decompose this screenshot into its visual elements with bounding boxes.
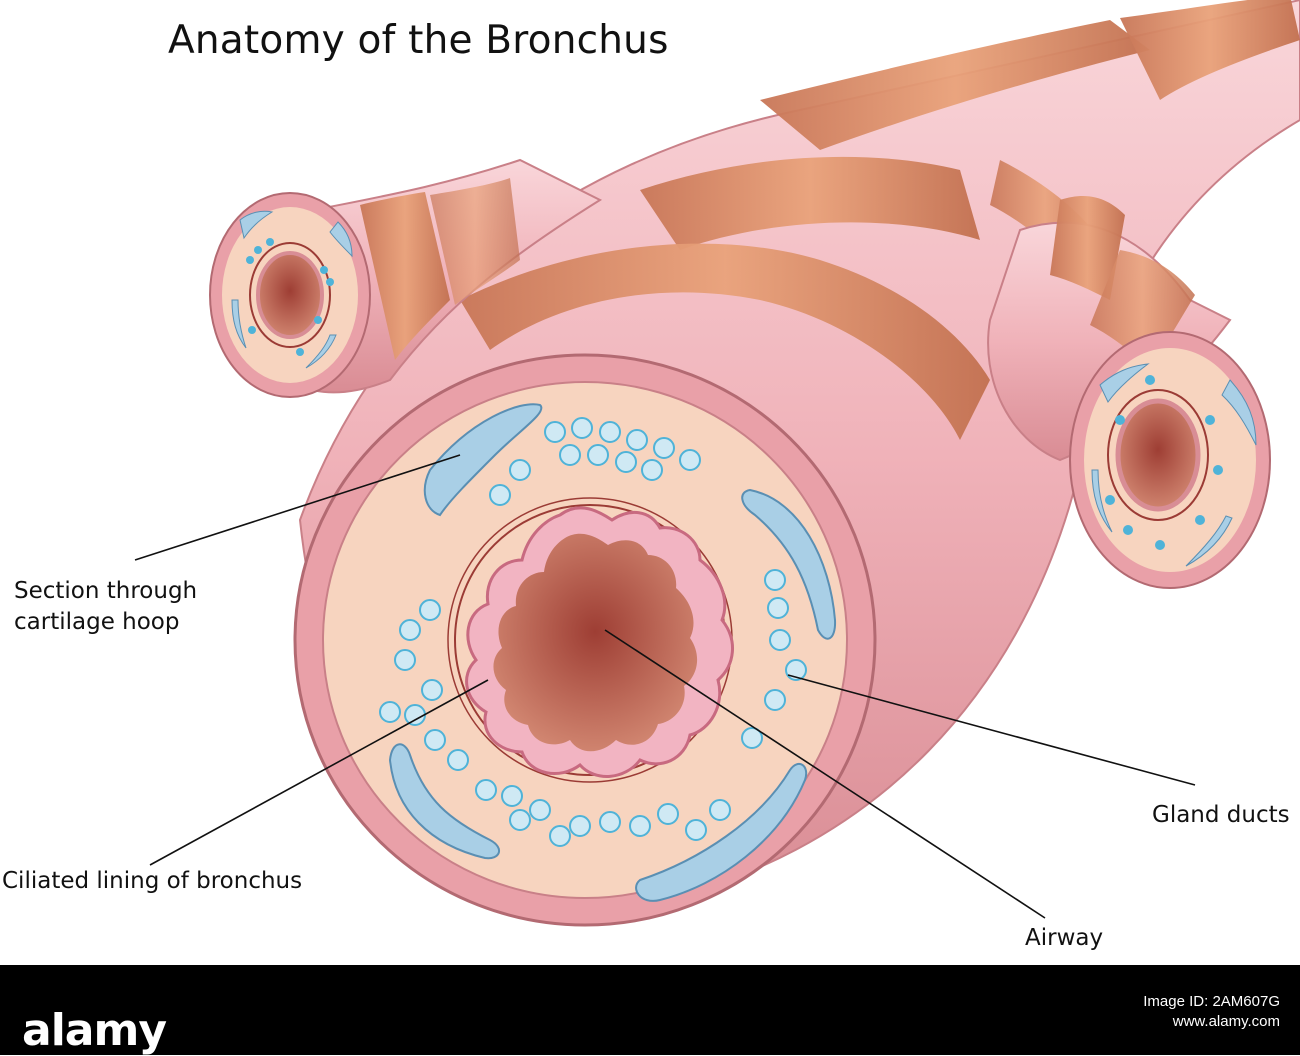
label-cartilage-hoop: Section through cartilage hoop — [14, 576, 197, 638]
main-cross-section — [293, 353, 877, 927]
label-airway: Airway — [1025, 925, 1104, 951]
watermark-info: Image ID: 2AM607G www.alamy.com — [1143, 992, 1280, 1032]
watermark-site: www.alamy.com — [1172, 1013, 1280, 1030]
cartilage-hoop-bottom-left — [388, 743, 500, 860]
leader-ciliated — [149, 679, 489, 866]
watermark-image-id: Image ID: 2AM607G — [1143, 993, 1280, 1010]
bronchus-illustration — [134, 0, 1300, 927]
watermark-logo: alamy — [22, 1005, 167, 1056]
cartilage-hoop-right — [741, 488, 837, 640]
diagram-canvas: Anatomy of the Bronchus Section through … — [2, 0, 1300, 951]
leader-cartilage — [134, 454, 461, 561]
label-ciliated-lining: Ciliated lining of bronchus — [2, 868, 303, 894]
airway-lumen — [493, 533, 698, 752]
leader-gland — [787, 674, 1196, 786]
diagram-title: Anatomy of the Bronchus — [168, 18, 669, 63]
leader-lines — [134, 454, 1196, 919]
right-small-cross-section — [1069, 331, 1271, 589]
left-small-cross-section — [209, 192, 371, 398]
label-gland-ducts: Gland ducts — [1152, 802, 1290, 828]
cartilage-hoop-top — [423, 403, 543, 517]
gland-cells — [379, 417, 807, 847]
label-cartilage-line1: Section through — [14, 578, 198, 604]
label-cartilage-line2: cartilage hoop — [14, 609, 180, 635]
right-branch-tube — [987, 195, 1232, 462]
leader-airway — [604, 629, 1046, 919]
watermark-bar — [0, 965, 1300, 1055]
cartilage-hoop-bottom-right — [635, 762, 808, 902]
